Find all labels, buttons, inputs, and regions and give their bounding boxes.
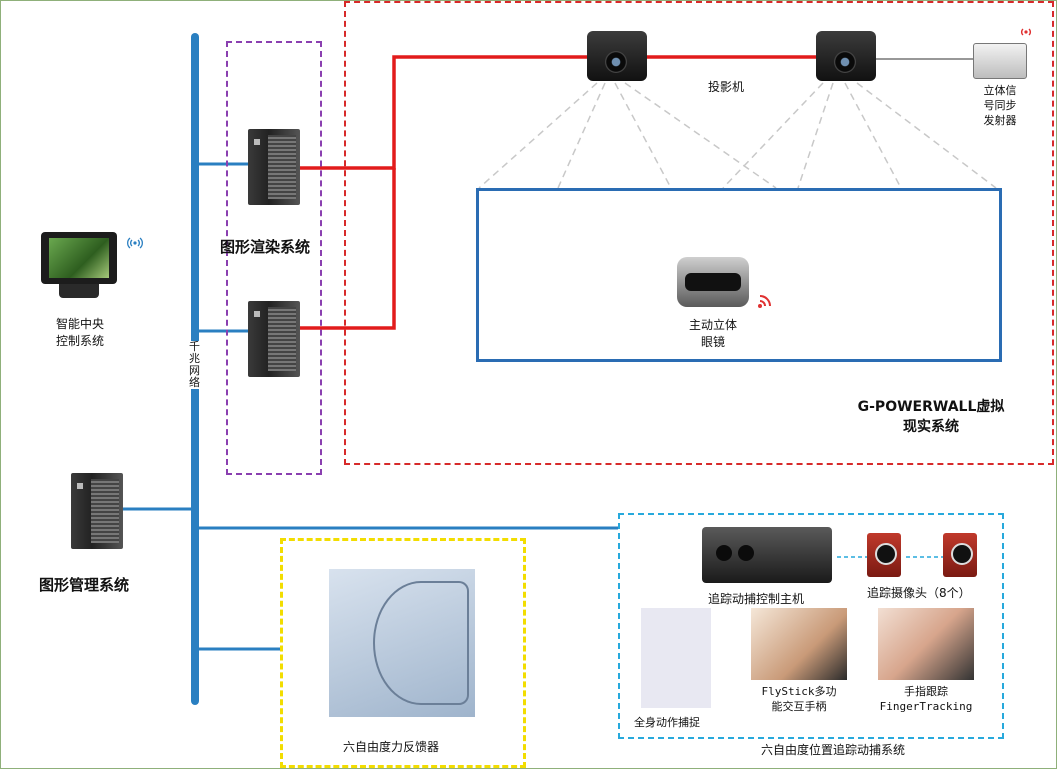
fullbody-capture-image <box>641 608 711 708</box>
render-group-box <box>226 41 322 475</box>
video-link-2 <box>300 168 396 330</box>
finger-tracking-image <box>878 608 974 680</box>
stereo-glasses-label: 主动立体 眼镜 <box>688 318 737 349</box>
force-feedback-label: 六自由度力反馈器 <box>343 740 440 754</box>
graphics-mgmt-label: 图形管理系统 <box>39 576 130 594</box>
glasses-wireless-icon <box>758 295 771 308</box>
render-system-label: 图形渲染系统 <box>220 238 311 256</box>
tracking-camera-1-icon <box>867 533 901 577</box>
powerwall-label: G-POWERWALL虚拟 现实系统 <box>857 399 1005 435</box>
projection-beams <box>478 82 997 189</box>
render-server-1-icon <box>248 129 300 205</box>
stereo-emitter-icon <box>973 43 1027 79</box>
tracking-group-box <box>618 513 1004 739</box>
projector-2-icon <box>816 31 876 81</box>
projector-label: 投影机 <box>708 80 745 94</box>
powerwall-group-box <box>344 1 1054 465</box>
stereo-emitter-label: 立体信 号同步 发射器 <box>983 84 1017 127</box>
emitter-wireless-icon <box>1021 28 1031 36</box>
stereo-glasses-icon <box>677 257 749 307</box>
video-link-1 <box>300 55 587 170</box>
finger-tracking-label: 手指跟踪 FingerTracking <box>879 685 973 713</box>
touch-panel-icon <box>39 230 119 300</box>
tracking-host-icon <box>702 527 832 583</box>
fullbody-capture-label: 全身动作捕捉 <box>634 716 700 729</box>
management-server-icon <box>71 473 123 549</box>
panel-wireless-icon <box>127 237 143 249</box>
flystick-image <box>751 608 847 680</box>
projection-screen <box>476 188 1002 362</box>
force-feedback-image <box>329 569 475 717</box>
flystick-label: FlyStick多功 能交互手柄 <box>761 685 837 713</box>
haptic-group-box <box>280 538 526 768</box>
tracking-camera-label: 追踪摄像头（8个） <box>867 586 971 600</box>
render-server-2-icon <box>248 301 300 377</box>
smart-control-label: 智能中央 控制系统 <box>55 317 104 348</box>
tracking-host-label: 追踪动捕控制主机 <box>708 592 805 606</box>
network-label: 千兆网络 <box>189 340 201 389</box>
projector-1-icon <box>587 31 647 81</box>
tracking-camera-2-icon <box>943 533 977 577</box>
tracking-system-label: 六自由度位置追踪动捕系统 <box>761 743 906 757</box>
